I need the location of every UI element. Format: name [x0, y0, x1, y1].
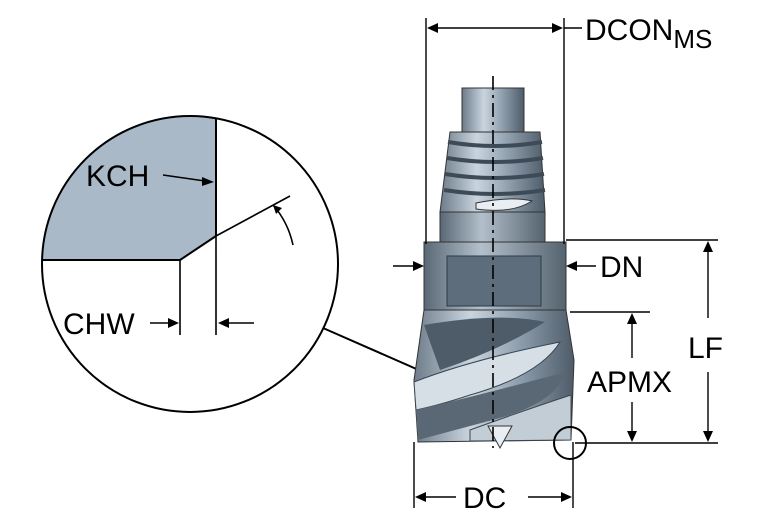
fluted-head	[413, 309, 575, 450]
label-lf: LF	[688, 332, 723, 365]
kch-angle-arrow	[272, 204, 294, 246]
thread-section	[439, 131, 546, 213]
label-chw: CHW	[63, 308, 135, 341]
lf-dimension	[566, 239, 718, 444]
label-kch: KCH	[86, 160, 149, 193]
end-mill-tool	[413, 76, 575, 450]
apmx-dimension	[570, 311, 650, 442]
label-dcon-main: DCON	[585, 14, 673, 47]
kch-leader	[162, 174, 214, 186]
label-dc: DC	[463, 482, 506, 515]
label-apmx: APMX	[587, 366, 672, 399]
dcon-dimension	[425, 18, 582, 244]
label-dcon-subscript: MS	[673, 24, 712, 54]
chw-dimension	[150, 318, 254, 328]
dn-dimension	[393, 261, 596, 271]
label-dcon: DCONMS	[585, 14, 712, 54]
detail-zoom-circle	[41, 115, 339, 413]
wrench-flat	[446, 255, 542, 307]
label-dn: DN	[600, 251, 643, 284]
dc-dimension	[413, 442, 574, 508]
